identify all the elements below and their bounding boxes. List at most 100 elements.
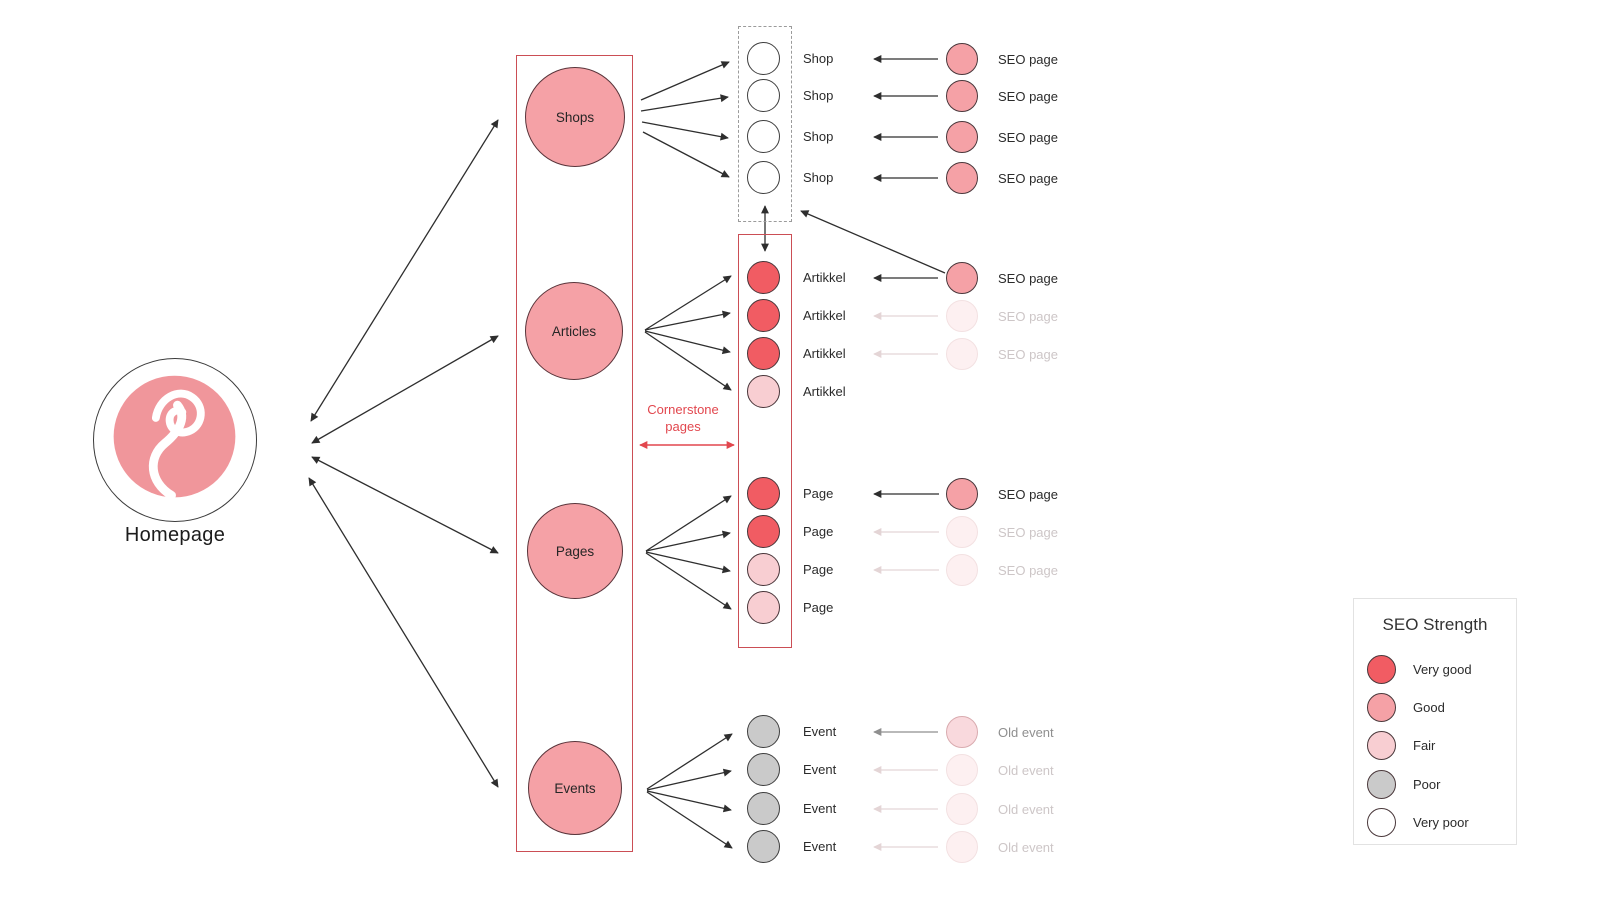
legend-item-fair: Fair	[1367, 731, 1435, 760]
node-page-1: Page	[747, 477, 833, 510]
category-label: Articles	[551, 323, 597, 339]
node-page-2: Page	[747, 515, 833, 548]
old-event-2: Old event	[946, 754, 1054, 786]
source-label: Old event	[998, 724, 1054, 740]
node-shop-3: Shop	[747, 120, 833, 153]
category-events: Events	[528, 741, 622, 835]
homepage-links	[308, 119, 499, 788]
strength-dot	[946, 43, 978, 75]
homepage-label: Homepage	[124, 524, 226, 546]
strength-dot	[946, 300, 978, 332]
old-event-1: Old event	[946, 716, 1054, 748]
strength-dot	[747, 120, 780, 153]
strength-dot	[946, 262, 978, 294]
legend: SEO Strength Very good Good Fair Poor Ve…	[1353, 598, 1517, 845]
node-label: Shop	[803, 88, 834, 103]
strength-dot	[946, 162, 978, 194]
category-label: Shops	[555, 109, 595, 125]
legend-item-good: Good	[1367, 693, 1445, 722]
cornerstone-label-line1: Cornerstone	[647, 402, 719, 417]
homepage-node	[93, 358, 257, 522]
legend-swatch	[1367, 770, 1396, 799]
node-artikkel-3: Artikkel	[747, 337, 846, 370]
legend-label: Very poor	[1413, 815, 1469, 830]
source-label: Old event	[998, 801, 1054, 817]
strength-dot	[747, 753, 780, 786]
strength-dot	[747, 830, 780, 863]
source-label: Old event	[998, 839, 1054, 855]
cornerstone-pages-box	[738, 234, 792, 648]
node-shop-4: Shop	[747, 161, 833, 194]
strength-dot	[747, 553, 780, 586]
seo-page-page-1: SEO page	[946, 478, 1058, 510]
strength-dot	[946, 554, 978, 586]
strength-dot	[747, 79, 780, 112]
strength-dot	[747, 515, 780, 548]
node-label: Event	[803, 724, 837, 739]
node-page-4: Page	[747, 591, 833, 624]
node-artikkel-1: Artikkel	[747, 261, 846, 294]
node-label: Page	[803, 600, 834, 615]
node-label: Event	[803, 801, 837, 816]
node-label: Event	[803, 839, 837, 854]
legend-swatch	[1367, 693, 1396, 722]
seo-links-faded	[873, 312, 939, 851]
source-label: SEO page	[998, 308, 1058, 324]
node-label: Artikkel	[803, 270, 846, 285]
legend-swatch	[1367, 655, 1396, 684]
node-label: Event	[803, 762, 837, 777]
category-articles: Articles	[525, 282, 623, 380]
seo-page-artikkel-1: SEO page	[946, 262, 1058, 294]
category-fans	[640, 61, 733, 849]
seo-page-artikkel-3: SEO page	[946, 338, 1058, 370]
category-pages: Pages	[527, 503, 623, 599]
legend-label: Poor	[1413, 777, 1441, 792]
node-label: Page	[803, 486, 834, 501]
category-label: Pages	[555, 543, 595, 559]
strength-dot	[946, 516, 978, 548]
node-label: Page	[803, 562, 834, 577]
legend-item-poor: Poor	[1367, 770, 1440, 799]
strength-dot	[946, 121, 978, 153]
seo-page-page-2: SEO page	[946, 516, 1058, 548]
seo-page-shop-1: SEO page	[946, 43, 1058, 75]
legend-label: Very good	[1413, 662, 1472, 677]
source-label: SEO page	[998, 129, 1058, 145]
category-label: Events	[554, 780, 596, 796]
category-shops: Shops	[525, 67, 625, 167]
cornerstone-label-line2: pages	[665, 418, 701, 434]
homepage-logo-icon	[113, 375, 236, 500]
node-label: Artikkel	[803, 308, 846, 323]
seo-page-shop-2: SEO page	[946, 80, 1058, 112]
node-label: Artikkel	[803, 346, 846, 361]
strength-dot	[747, 337, 780, 370]
source-label: SEO page	[998, 170, 1058, 186]
node-shop-1: Shop	[747, 42, 833, 75]
node-event-3: Event	[747, 792, 836, 825]
strength-dot	[747, 715, 780, 748]
node-label: Shop	[803, 170, 834, 185]
strength-dot	[747, 161, 780, 194]
source-label: SEO page	[998, 51, 1058, 67]
seo-page-shop-3: SEO page	[946, 121, 1058, 153]
source-label: SEO page	[998, 562, 1058, 578]
seo-page-page-3: SEO page	[946, 554, 1058, 586]
source-label: SEO page	[998, 346, 1058, 362]
source-label: SEO page	[998, 270, 1058, 286]
legend-label: Fair	[1413, 738, 1436, 753]
strength-dot	[946, 80, 978, 112]
legend-item-very-good: Very good	[1367, 655, 1472, 684]
legend-item-very-poor: Very poor	[1367, 808, 1469, 837]
source-label: SEO page	[998, 88, 1058, 104]
cornerstone-label: Cornerstone pages	[628, 402, 738, 436]
node-page-3: Page	[747, 553, 833, 586]
source-label: SEO page	[998, 486, 1058, 502]
source-label: SEO page	[998, 524, 1058, 540]
source-label: Old event	[998, 762, 1054, 778]
strength-dot	[946, 831, 978, 863]
legend-swatch	[1367, 808, 1396, 837]
main-category-box	[516, 55, 633, 852]
node-event-4: Event	[747, 830, 836, 863]
strength-dot	[946, 338, 978, 370]
